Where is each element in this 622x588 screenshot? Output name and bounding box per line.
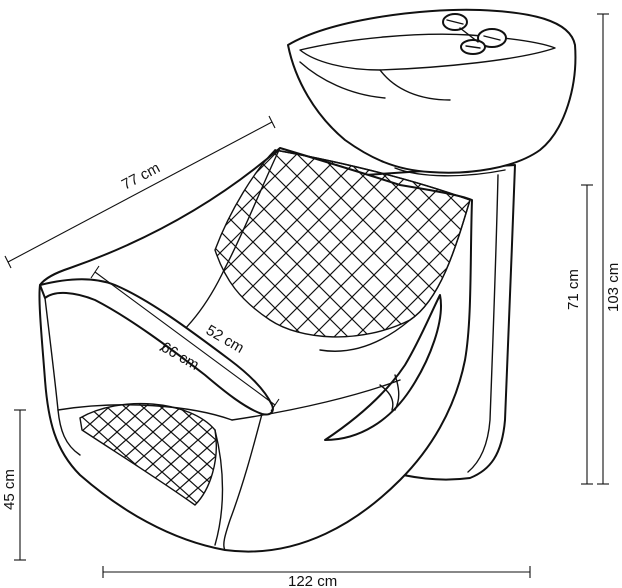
dimension-seat-height: 45 cm <box>1 409 26 561</box>
backrest-cushion <box>214 149 471 338</box>
dimension-total-height: 103 cm <box>597 13 622 485</box>
wash-basin <box>287 8 577 174</box>
label-seat-height: 45 cm <box>1 469 18 510</box>
chair-body <box>38 147 473 553</box>
label-depth: 77 cm <box>119 159 163 193</box>
label-width: 122 cm <box>288 573 337 588</box>
label-total-height: 103 cm <box>605 263 622 312</box>
dimension-basin-height: 71 cm <box>565 184 593 485</box>
faucet-icon <box>442 13 507 55</box>
seat-cushion <box>79 403 217 506</box>
dimension-width: 122 cm <box>102 566 531 588</box>
label-basin-height: 71 cm <box>565 269 582 310</box>
